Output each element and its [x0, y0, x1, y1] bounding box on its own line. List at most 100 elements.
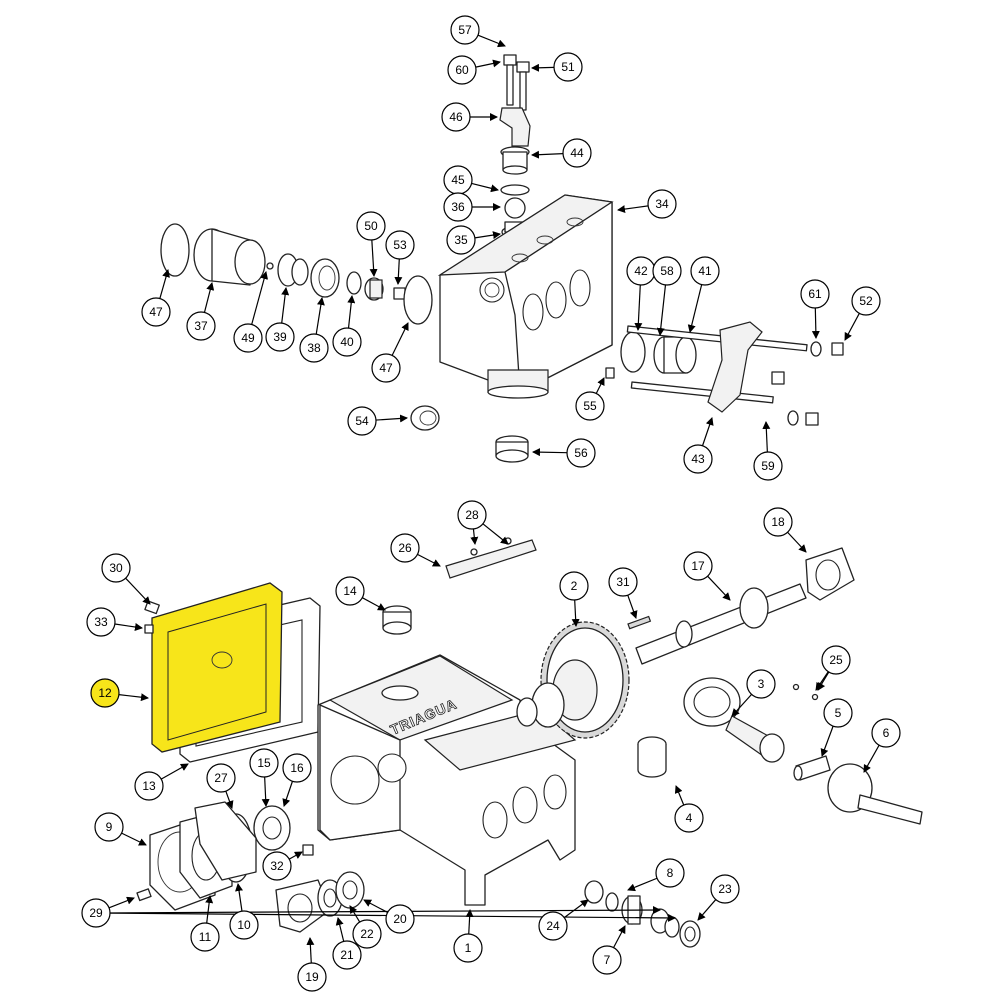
callout-label-46: 46 [449, 110, 463, 124]
washer-49 [266, 262, 274, 270]
callout-label-16: 16 [290, 761, 304, 775]
callout-circle-27 [206, 763, 236, 793]
callout-circle-47 [141, 297, 171, 327]
plug-32 [302, 844, 314, 856]
callout-leader-22 [349, 905, 361, 923]
callout-label-50: 50 [364, 219, 378, 233]
callout-circle-18 [763, 507, 793, 537]
callout-leader-13 [160, 763, 189, 780]
callout-circle-32 [262, 851, 292, 881]
callout-leader-51 [531, 63, 555, 72]
callout-label-3: 3 [758, 677, 765, 691]
screw-25a [792, 683, 800, 691]
callout-circle-37 [186, 311, 216, 341]
callout-circle-40 [332, 327, 362, 357]
callout-label-33: 33 [94, 615, 108, 629]
callout-circle-13 [134, 771, 164, 801]
callout-leader-34 [617, 205, 649, 214]
callout-leader-24 [563, 899, 589, 919]
gasket-27 [194, 801, 257, 881]
o-ring-42 [620, 331, 646, 373]
o-ring-45 [500, 184, 530, 196]
callout-label-10: 10 [237, 918, 251, 932]
callout-circle-41 [690, 256, 720, 286]
callout-leader-7 [613, 925, 626, 948]
callout-circle-61 [800, 279, 830, 309]
cover-strip-26 [445, 539, 537, 579]
nut-lower [805, 412, 819, 426]
callout-leader-30 [125, 577, 151, 605]
bearing-shell-4 [637, 736, 667, 778]
callout-label-61: 61 [808, 287, 822, 301]
callout-circle-7 [592, 945, 622, 975]
callout-leader-26 [417, 553, 441, 567]
callout-leader-1 [465, 909, 474, 935]
callout-label-25: 25 [829, 653, 843, 667]
callout-circle-4 [674, 803, 704, 833]
callout-leader-61 [811, 307, 820, 339]
callout-leader-38 [315, 297, 325, 335]
manifold-head-assembly [160, 54, 844, 463]
callout-circle-12 [90, 678, 120, 708]
callout-circle-38 [299, 333, 329, 363]
callout-leader-4 [674, 785, 685, 806]
callout-label-54: 54 [355, 414, 369, 428]
cylinder-37 [193, 228, 266, 286]
washer-lower [787, 410, 799, 426]
callout-leader-45 [471, 182, 499, 193]
callout-label-43: 43 [691, 452, 705, 466]
callout-circle-14 [335, 576, 365, 606]
crankcase-assembly: TRIAGUA [136, 537, 923, 948]
flange-18 [805, 547, 855, 601]
callout-leader-6 [863, 744, 880, 773]
callout-leader-17 [707, 575, 731, 601]
callout-label-8: 8 [667, 866, 674, 880]
callout-leader-56 [532, 448, 568, 457]
plug-30 [144, 600, 160, 615]
callout-circle-28 [457, 500, 487, 530]
callout-circle-20 [385, 904, 415, 934]
callout-leader-15 [261, 776, 270, 807]
bushing-14 [382, 605, 412, 635]
callout-label-6: 6 [883, 726, 890, 740]
callout-leader-31 [627, 594, 638, 619]
callout-label-5: 5 [835, 706, 842, 720]
valve-cap-44 [500, 146, 530, 175]
yoke-43 [707, 321, 763, 413]
plug-56 [495, 435, 529, 463]
nut-53 [393, 287, 406, 300]
callout-leader-39 [281, 287, 290, 324]
gear-2 [516, 621, 630, 739]
callout-leader-40 [347, 295, 356, 329]
callout-leader-60 [475, 59, 501, 68]
callout-circle-59 [753, 451, 783, 481]
callout-circle-24 [538, 911, 568, 941]
callout-circle-21 [332, 940, 362, 970]
crankshaft-17 [635, 583, 807, 665]
callout-circle-53 [385, 230, 415, 260]
callout-circle-3 [746, 669, 776, 699]
ball-36 [504, 197, 526, 219]
callout-label-28: 28 [465, 508, 479, 522]
callout-circle-1 [453, 933, 483, 963]
callout-circle-8 [655, 858, 685, 888]
callout-label-7: 7 [604, 953, 611, 967]
o-ring-47-left [160, 223, 190, 277]
wrist-pin-5 [793, 755, 831, 781]
callout-label-24: 24 [546, 919, 560, 933]
plunger-39 [277, 253, 309, 287]
callout-circle-17 [683, 551, 713, 581]
callout-leader-41 [687, 284, 703, 333]
manifold-block-34 [437, 194, 614, 399]
callout-label-42: 42 [634, 264, 648, 278]
callout-label-15: 15 [257, 756, 271, 770]
callout-leader-10 [235, 883, 243, 912]
callout-label-9: 9 [106, 820, 113, 834]
callout-leader-52 [844, 313, 860, 341]
callout-circle-29 [81, 898, 111, 928]
callout-label-11: 11 [199, 930, 212, 944]
callout-label-45: 45 [451, 173, 465, 187]
callout-circle-34 [647, 189, 677, 219]
callout-leader-21 [335, 917, 345, 942]
